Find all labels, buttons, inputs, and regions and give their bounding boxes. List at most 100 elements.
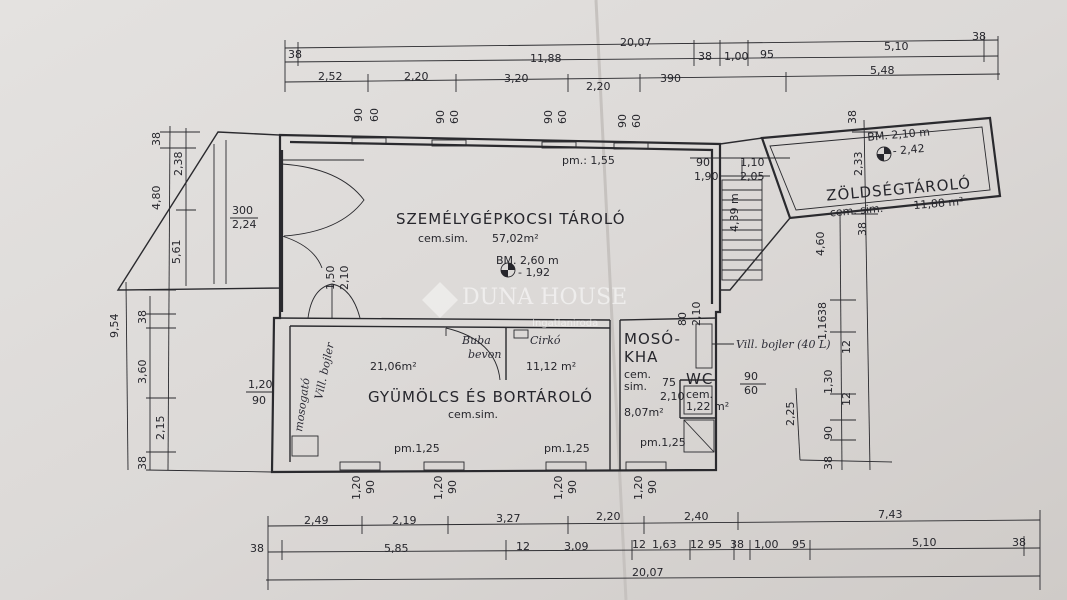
dim-label: 3,09 [564, 540, 589, 553]
window-mark: 90 [646, 480, 659, 494]
drain-sink [291, 435, 319, 457]
boiler-unit [695, 323, 713, 369]
dim-label: 2,49 [304, 514, 329, 527]
dim-label: 2,20 [596, 510, 621, 523]
wc-name: WC [686, 370, 713, 388]
dim-label: 390 [660, 72, 681, 85]
stairs [690, 157, 790, 281]
garage-level-value: - 1,92 [518, 266, 550, 279]
window-mark: 90 [352, 108, 365, 122]
window-mark: 90 [434, 110, 447, 124]
dim-label: 38 [846, 110, 859, 124]
garage-name: SZEMÉLYGÉPKOCSI TÁROLÓ [396, 209, 626, 228]
duna-house-logo-icon [422, 282, 458, 318]
cirko-unit [513, 329, 529, 339]
dim-label: 1,00 [754, 538, 779, 551]
garage-pm: pm.: 1,55 [562, 154, 615, 167]
dim-label: 3,20 [504, 72, 529, 85]
left-window-w: 1,20 [248, 378, 273, 391]
window-mark: 60 [448, 110, 461, 124]
wc-area: 1,22 m² [686, 400, 729, 413]
dim-label: 2,15 [154, 416, 167, 441]
dim-label: 5,85 [384, 542, 409, 555]
cirko-note: Cirkó [530, 334, 561, 347]
right-window-h: 60 [744, 384, 758, 397]
dim-label: 1,16 [816, 316, 829, 341]
dim-bottom-total: 20,07 [632, 566, 664, 579]
dim-label: 12 [690, 538, 704, 551]
dim-label: 38 [822, 456, 835, 470]
right-dimension-lines [795, 119, 893, 471]
shower-diag [683, 419, 715, 453]
dim-label: 38 [150, 132, 163, 146]
window-mark: 90 [542, 110, 555, 124]
cask-arc [445, 327, 501, 381]
dim-label: 1,00 [724, 50, 749, 63]
dim-bottom-row1: 2,49 2,19 3,27 2,20 2,40 7,43 [304, 508, 903, 527]
dim-label: 5,48 [870, 64, 895, 77]
dim-label: 2,19 [392, 514, 417, 527]
stair-mark-3: 1,10 [740, 156, 765, 169]
paper-fold [594, 0, 628, 600]
window-marks-top: 90 60 90 60 90 60 90 60 [352, 108, 643, 128]
dim-label: 5,10 [912, 536, 937, 549]
cellar-pm-3: pm.1,25 [640, 436, 686, 449]
laundry-name-2: KHA [624, 348, 658, 366]
window-mark: 90 [364, 480, 377, 494]
dim-label: 12 [632, 538, 646, 551]
dim-label: 4,60 [814, 232, 827, 257]
cellar-area-right: 11,12 m² [526, 360, 576, 373]
cask-note-1: Buba [461, 334, 491, 347]
dim-label: 2,52 [318, 70, 343, 83]
dim-label: 11,88 [530, 52, 562, 65]
dim-right-col1: 38 2,33 38 4,60 2,25 [784, 110, 869, 426]
dim-label: 7,43 [878, 508, 903, 521]
dim-label: 38 [250, 542, 264, 555]
window-mark: 1,20 [632, 476, 645, 501]
dim-label: 95 [792, 538, 806, 551]
dim-label: 38 [136, 310, 149, 324]
cellar-area-left: 21,06m² [370, 360, 417, 373]
dim-label: 2,25 [784, 402, 797, 427]
stair-rise: 4,39 m [728, 193, 741, 232]
dim-label: 95 [760, 48, 774, 61]
dim-label: 38 [288, 48, 302, 61]
dim-top-row2: 2,52 2,20 3,20 2,20 390 5,48 [318, 64, 895, 93]
dim-label: 12 [516, 540, 530, 553]
shower-tray [683, 419, 715, 453]
level-marker-garage [500, 262, 516, 278]
dim-label: 38 [698, 50, 712, 63]
dim-label: 38 [972, 30, 986, 43]
laundry-door-h: 2,10 [660, 390, 685, 403]
window-mark: 60 [556, 110, 569, 124]
window-mark: 1,20 [350, 476, 363, 501]
cask-note-2: bevon [468, 348, 501, 361]
top-dimension-lines [284, 36, 1001, 92]
dim-top-row1: 38 11,88 38 1,00 95 5,10 38 [288, 30, 986, 65]
laundry-window-h: 2,10 [690, 302, 703, 327]
laundry-door-w: 75 [662, 376, 676, 389]
bottom-windows [339, 461, 667, 471]
internal-walls [273, 317, 717, 470]
window-mark: 60 [630, 114, 643, 128]
left-window-h: 90 [252, 394, 266, 407]
watermark-sub: Ingatlaniroda [532, 318, 598, 329]
dim-label: 90 [822, 426, 835, 440]
wc-fixture [683, 385, 713, 415]
left-outer-total: 9,54 [108, 314, 121, 339]
window-mark: 60 [368, 108, 381, 122]
window-mark: 90 [616, 114, 629, 128]
dim-label: 2,20 [586, 80, 611, 93]
dim-label: 95 [708, 538, 722, 551]
dim-bottom-row2: 38 5,85 12 3,09 12 1,63 12 95 38 1,00 95… [250, 536, 1026, 555]
top-windows [351, 137, 649, 150]
window-marks-bottom: 1,20 90 1,20 90 1,20 90 1,20 90 [350, 476, 659, 501]
wc-floor: cem. [686, 388, 713, 401]
laundry-name-1: MOSÓ- [624, 329, 681, 348]
dim-label: 2,33 [852, 152, 865, 177]
dim-label: 3,27 [496, 512, 521, 525]
boiler-note: Vill. bojler (40 L) [736, 338, 831, 351]
veg-level-value: - 2,42 [892, 142, 925, 158]
